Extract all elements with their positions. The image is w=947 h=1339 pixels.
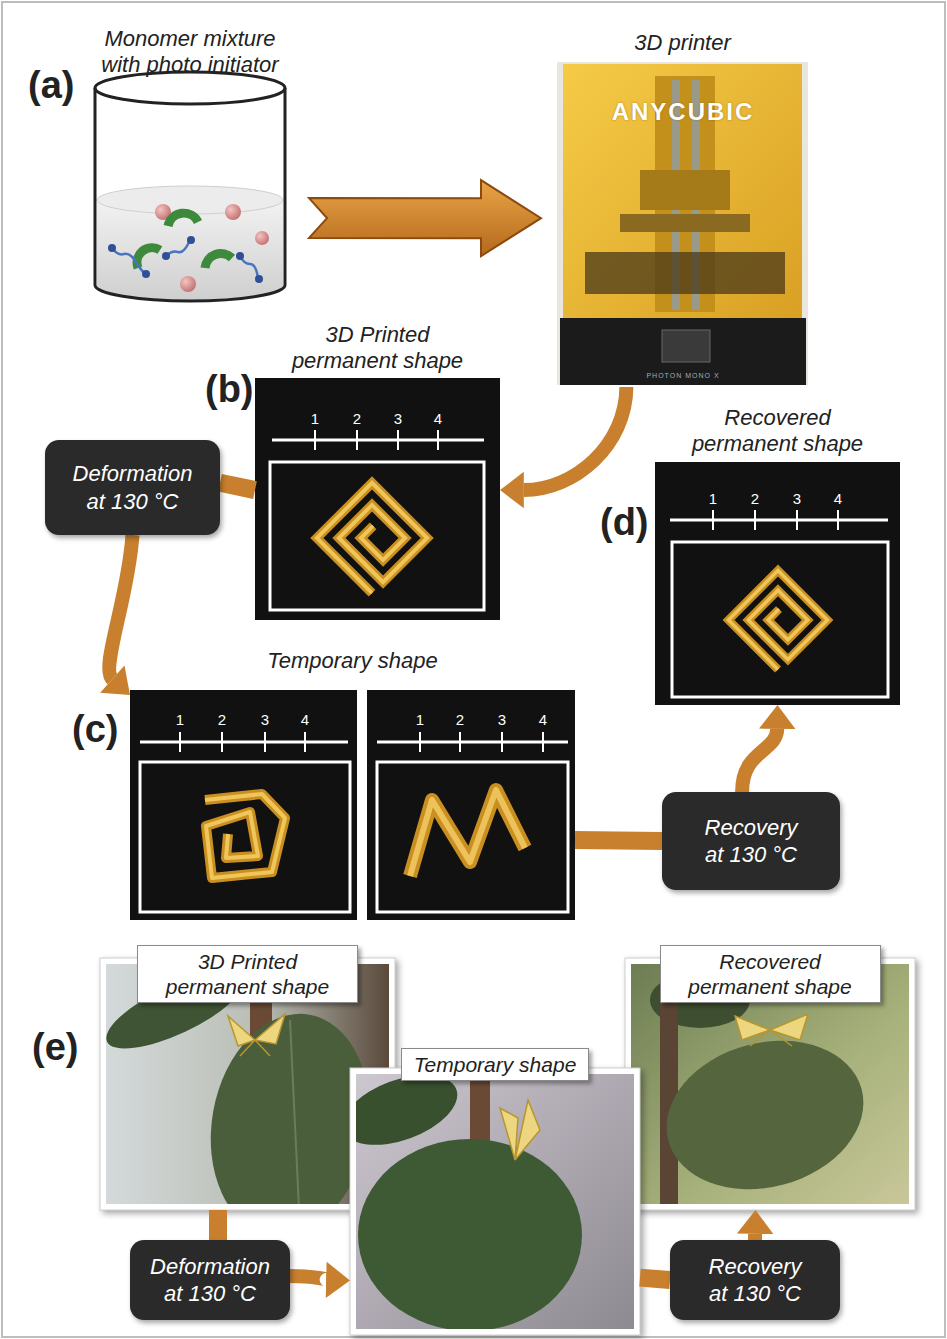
process-box: Deformation at 130 °C [45, 440, 220, 535]
flow-arrow [575, 840, 662, 842]
flow-arrow [500, 387, 626, 508]
brand-text: ANYCUBIC [612, 100, 755, 124]
process-label: Recovery at 130 °C [700, 1253, 810, 1308]
connector-line [209, 1210, 227, 1240]
panel-heading: Monomer mixture with photo initiator [88, 26, 293, 79]
sample-photo [367, 690, 575, 920]
connector-line [742, 729, 777, 792]
panel-heading: 3D printer [634, 30, 731, 56]
process-box: Recovery at 130 °C [670, 1240, 840, 1320]
block-arrow [309, 180, 541, 256]
photo-panel: Recovered permanent shape [625, 945, 915, 1210]
butterfly-photo [333, 1061, 640, 1335]
scale-number: 1 [176, 712, 184, 727]
scale-number: 2 [456, 712, 464, 727]
connector-line [575, 831, 662, 850]
sample-photo [130, 690, 357, 920]
flow-arrow [218, 1210, 219, 1240]
flow-arrow [220, 483, 255, 490]
scale-number: 3 [394, 411, 402, 426]
scale-number: 2 [751, 491, 759, 506]
connector-line [524, 387, 627, 490]
scale-number: 4 [434, 411, 442, 426]
arrow-head [100, 666, 130, 695]
arrow-head [500, 472, 524, 508]
figure-panel: Temporary shape [130, 648, 575, 920]
scale-number: 1 [709, 491, 717, 506]
photo-tag: Temporary shape [401, 1048, 590, 1081]
photo-panel: 3D Printed permanent shape [100, 945, 395, 1210]
connector-line [640, 1278, 670, 1280]
panel-letter: (d) [600, 503, 649, 541]
flow-arrow [640, 1278, 670, 1280]
photo-tag: Recovered permanent shape [660, 945, 881, 1003]
process-label: Recovery at 130 °C [696, 814, 806, 869]
process-label: Deformation at 130 °C [69, 460, 197, 515]
scale-number: 1 [416, 712, 424, 727]
flow-arrow [742, 705, 795, 792]
connector-line [220, 483, 255, 490]
figure-panel: 3D Printed permanent shape [255, 322, 500, 620]
scale-number: 2 [218, 712, 226, 727]
figure-panel: Monomer mixture with photo initiator [85, 26, 295, 302]
photo-tag: 3D Printed permanent shape [137, 945, 358, 1003]
arrow-head [759, 705, 795, 729]
scale-number: 4 [834, 491, 842, 506]
scale-number: 2 [353, 411, 361, 426]
connector-line [109, 535, 132, 679]
figure-panel: 3D printer [555, 30, 810, 387]
arrow-head [326, 1262, 350, 1298]
process-box: Deformation at 130 °C [130, 1240, 290, 1320]
photo-panel: Temporary shape [350, 1048, 640, 1335]
panel-letter: (a) [28, 66, 74, 104]
panel-letter: (b) [205, 370, 254, 408]
process-box: Recovery at 130 °C [662, 792, 840, 890]
sample-photo [255, 378, 500, 620]
panel-heading: 3D Printed permanent shape [285, 322, 470, 375]
flow-arrow [737, 1210, 773, 1240]
sample-photo [655, 462, 900, 705]
arrow-head [737, 1210, 773, 1234]
scale-number: 1 [311, 411, 319, 426]
flow-arrow [100, 535, 132, 695]
panel-letter: (e) [32, 1028, 78, 1066]
panel-heading: Recovered permanent shape [685, 405, 870, 458]
scale-number: 3 [498, 712, 506, 727]
flow-arrow [309, 180, 541, 256]
process-label: Deformation at 130 °C [146, 1253, 274, 1308]
scale-number: 4 [539, 712, 547, 727]
scale-number: 3 [261, 712, 269, 727]
panel-heading: Temporary shape [267, 648, 437, 674]
connector-line [290, 1276, 327, 1280]
flow-arrow [290, 1262, 350, 1298]
beaker-illustration [95, 72, 285, 301]
scale-number: 3 [793, 491, 801, 506]
printer-photo [557, 62, 808, 385]
panel-letter: (c) [72, 710, 118, 748]
figure-panel: Recovered permanent shape [655, 405, 900, 705]
model-text: PHOTON MONO X [646, 372, 719, 379]
scale-number: 4 [301, 712, 309, 727]
